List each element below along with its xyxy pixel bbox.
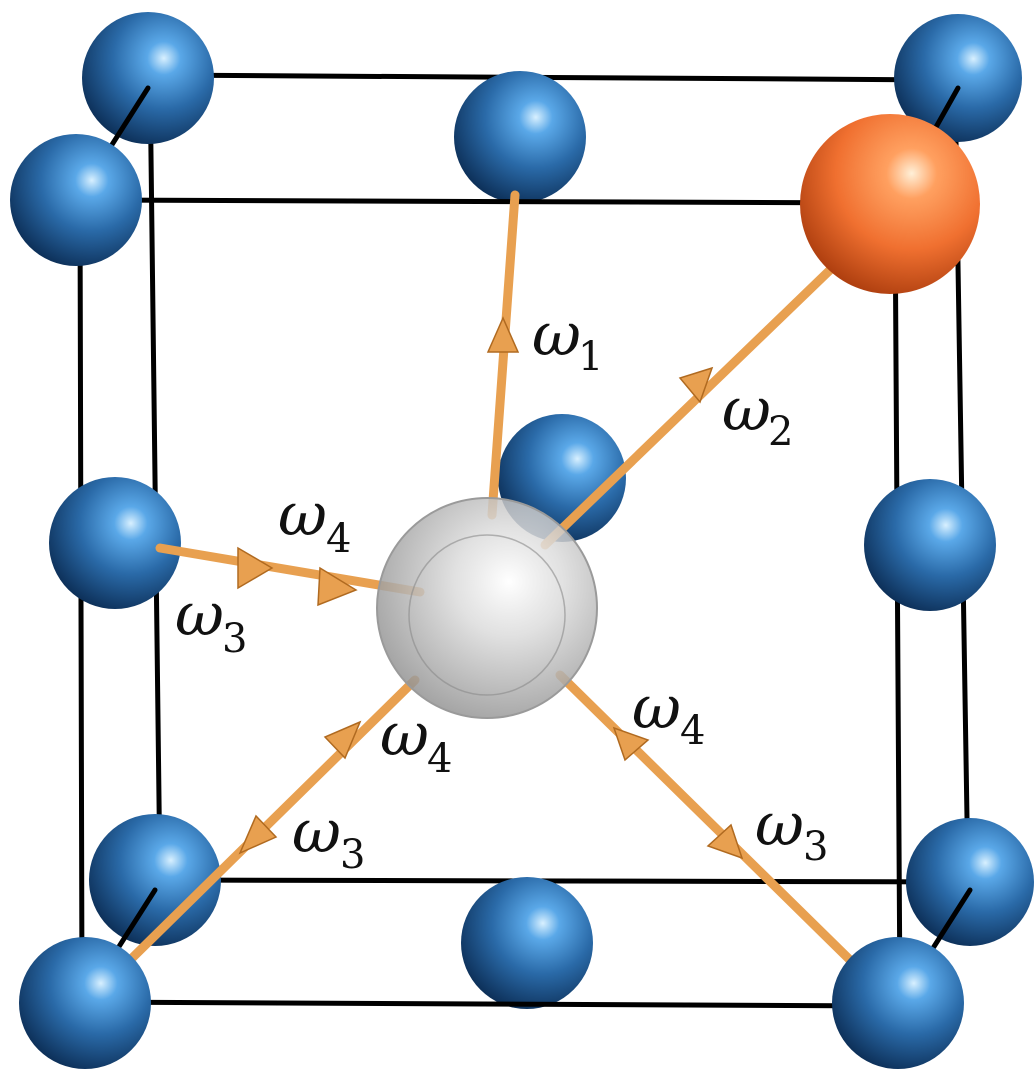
label-w3-lower-right-symbol: ω <box>755 790 804 860</box>
arrow-head <box>238 814 278 855</box>
jump-arrow-w3-w4-left <box>155 543 425 597</box>
label-w3-lower-left: ω 3 <box>292 797 365 878</box>
jump-arrow-w3-w4-lower-right <box>555 670 855 965</box>
label-w4-left-symbol: ω <box>278 480 327 550</box>
arrow-heads <box>237 316 744 860</box>
label-w3-lower-left-subscript: 3 <box>340 832 365 878</box>
cell-edge <box>79 999 903 1009</box>
blue-atom <box>894 14 1022 142</box>
arrow-head <box>237 546 274 590</box>
label-w2-subscript: 2 <box>768 409 793 455</box>
label-w1-symbol: ω <box>532 300 581 370</box>
vacancy-sphere <box>376 497 598 719</box>
arrow-head <box>323 720 362 760</box>
jump-arrow-w2 <box>540 265 835 550</box>
orange-solute-atom <box>800 114 980 294</box>
label-w3-left-symbol: ω <box>175 580 224 650</box>
label-w3-left: ω 3 <box>175 580 247 662</box>
arrow-head <box>612 726 650 762</box>
label-w3-lower-right-subscript: 3 <box>803 824 828 870</box>
cell-edge <box>77 197 898 206</box>
vacancy-contour <box>408 534 566 696</box>
label-w4-lower-left-subscript: 4 <box>427 736 452 782</box>
blue-atom <box>906 818 1034 946</box>
label-w3-lower-right: ω 3 <box>755 790 828 870</box>
blue-atom <box>19 937 151 1069</box>
cell-edge <box>147 72 958 83</box>
cell-edge <box>147 72 163 883</box>
jump-arrow-w1 <box>487 190 520 520</box>
label-w4-lower-left-symbol: ω <box>380 700 429 770</box>
label-w4-lower-right-symbol: ω <box>632 673 681 743</box>
label-w4-left-subscript: 4 <box>326 516 351 562</box>
label-w2: ω 2 <box>722 375 793 455</box>
blue-atom <box>864 479 996 611</box>
cell-edge <box>892 200 903 1005</box>
label-w4-left: ω 4 <box>278 480 351 562</box>
blue-atom <box>461 877 593 1009</box>
cell-edge <box>157 877 971 885</box>
label-w1-subscript: 1 <box>578 334 603 380</box>
arrow-head <box>317 566 358 607</box>
vacancy-atom <box>376 497 598 719</box>
jump-arrows <box>120 190 855 970</box>
label-w3-lower-left-symbol: ω <box>292 797 341 867</box>
blue-atom <box>49 477 181 609</box>
label-w3-left-subscript: 3 <box>222 616 247 662</box>
blue-atom <box>82 12 214 144</box>
jump-arrow-w3-w4-lower-left <box>120 675 420 970</box>
blue-atom <box>89 814 221 946</box>
blue-atom <box>832 937 964 1069</box>
arrow-head <box>706 823 744 860</box>
label-w4-lower-right: ω 4 <box>632 673 705 754</box>
label-w1: ω 1 <box>532 300 603 380</box>
cell-front-face <box>77 197 903 1009</box>
blue-atom <box>454 71 586 203</box>
label-w4-lower-left: ω 4 <box>380 700 452 782</box>
arrow-head <box>486 316 520 353</box>
label-w2-symbol: ω <box>722 375 771 445</box>
cell-edge <box>77 197 85 1005</box>
blue-atom <box>10 134 142 266</box>
label-w4-lower-right-subscript: 4 <box>680 708 705 754</box>
arrow-head <box>678 366 714 404</box>
